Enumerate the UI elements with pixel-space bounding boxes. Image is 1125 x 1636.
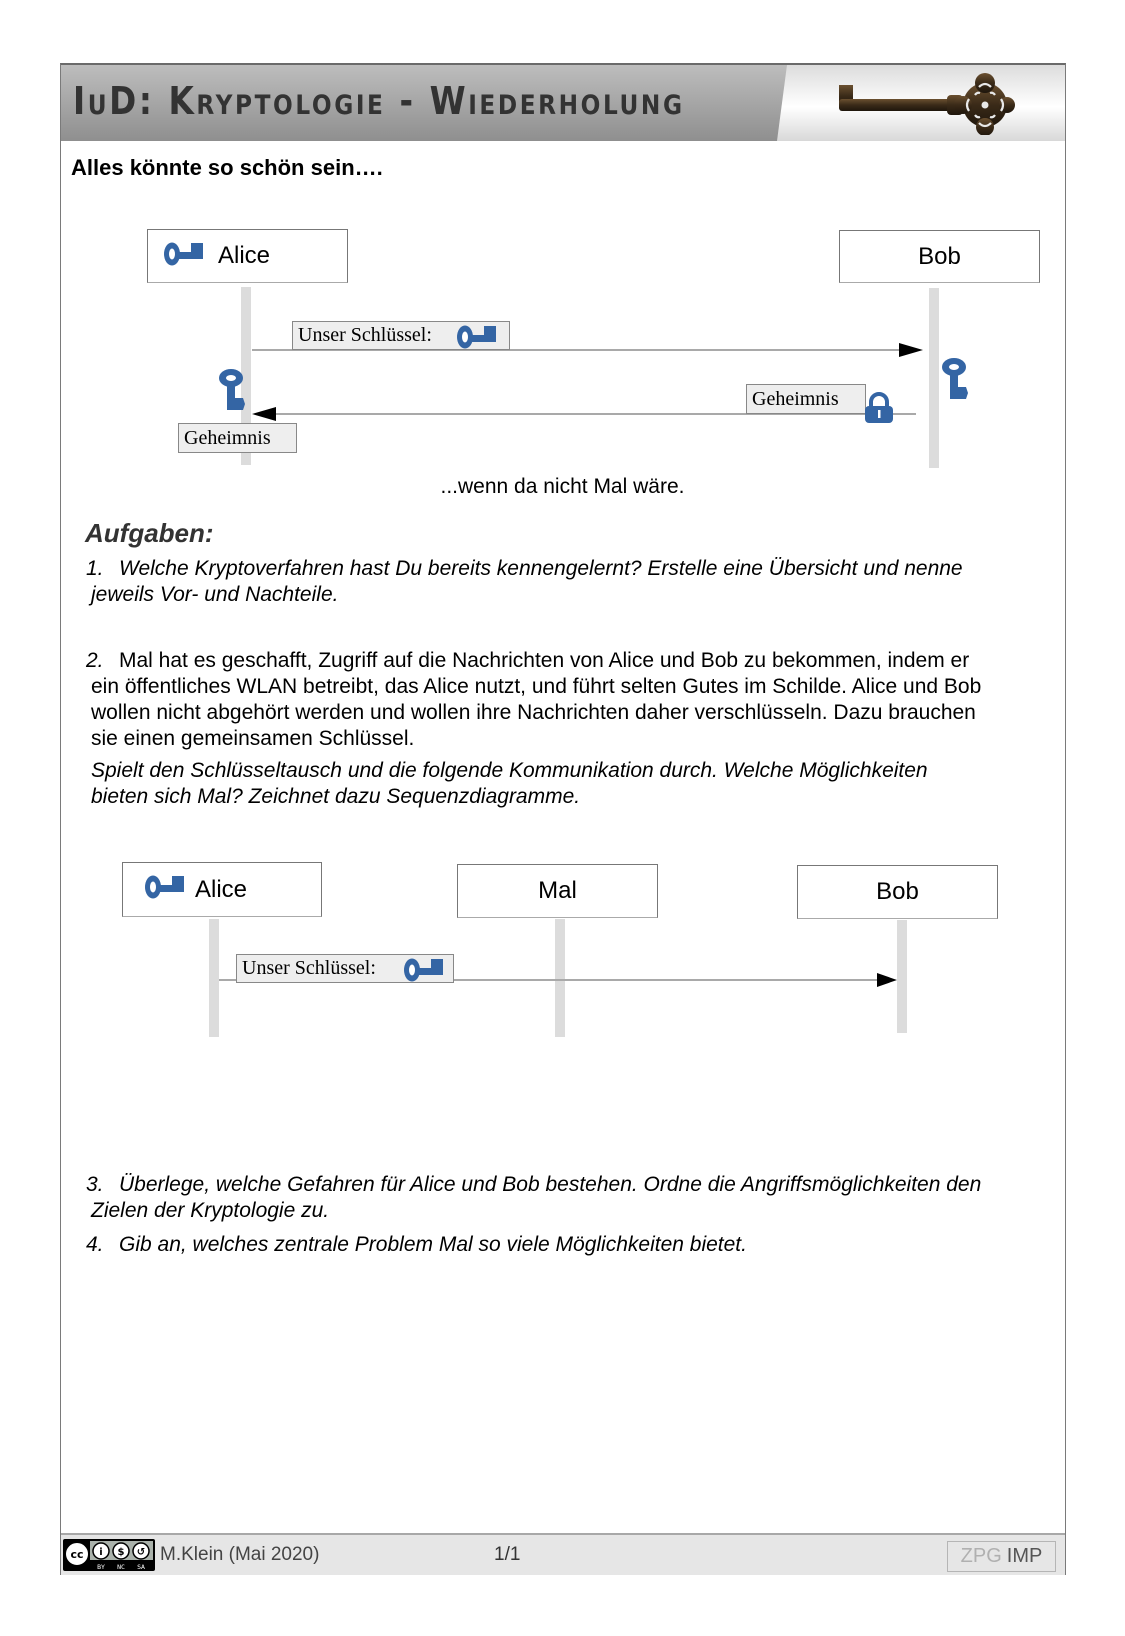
- task-text: Mal hat es geschafft, Zugriff auf die Na…: [119, 649, 970, 672]
- header-image-panel: [777, 65, 1065, 141]
- task-text: sie einen gemeinsamen Schlüssel.: [91, 727, 415, 750]
- actor-label: Mal: [538, 877, 577, 904]
- received-secret-label: Geheimnis: [178, 423, 297, 453]
- message-label-secret: Geheimnis: [746, 384, 866, 414]
- padlock-icon: [865, 392, 893, 423]
- footer-author: M.Klein (Mai 2020): [160, 1544, 320, 1565]
- message-label-key: Unser Schlüssel:: [236, 954, 454, 983]
- actor-alice: Alice: [122, 862, 322, 917]
- task-text: ein öffentliches WLAN betreibt, das Alic…: [91, 675, 982, 698]
- task-1: 1. Welche Kryptoverfahren hast Du bereits…: [86, 556, 1070, 608]
- page-title: IUD: KRYPTOLOGIE - WIEDERHOLUNG: [73, 79, 685, 123]
- task-text: Überlege, welche Gefahren für Alice und …: [119, 1173, 982, 1196]
- page-footer: cc i $ ↺ BY NC SA M.Klein (Mai 2020) 1/1…: [61, 1533, 1065, 1575]
- message-text: Unser Schlüssel:: [242, 957, 376, 979]
- title-part: U: [87, 90, 110, 121]
- message-text: Geheimnis: [184, 426, 271, 449]
- key-icon: [219, 369, 245, 410]
- title-part: RYPTOLOGIE: [196, 90, 386, 121]
- svg-text:SA: SA: [137, 1563, 145, 1571]
- task-3: 3. Überlege, welche Gefahren für Alice un…: [86, 1172, 1070, 1224]
- actor-mal: Mal: [457, 864, 658, 918]
- task-instruction: bieten sich Mal? Zeichnet dazu Sequenzdi…: [91, 785, 581, 808]
- actor-bob: Bob: [839, 230, 1040, 283]
- message-text: Geheimnis: [752, 387, 839, 410]
- title-part: D:: [109, 79, 169, 123]
- task-instruction: Spielt den Schlüsseltausch und die folge…: [91, 759, 928, 782]
- actor-label: Bob: [876, 878, 919, 905]
- brand-imp: IMP: [1006, 1545, 1043, 1567]
- lifeline-bob: [929, 288, 939, 468]
- key-icon: [457, 325, 496, 349]
- zpg-imp-logo: ZPG IMP: [947, 1541, 1056, 1572]
- task-4: 4. Gib an, welches zentrale Problem Mal s…: [86, 1232, 1070, 1258]
- message-line: [252, 349, 900, 351]
- actor-label: Alice: [195, 875, 248, 903]
- intro-text: Alles könnte so schön sein….: [71, 155, 383, 180]
- arrowhead-icon: [877, 973, 897, 987]
- task-number: 3.: [86, 1173, 104, 1196]
- message-text: Unser Schlüssel:: [298, 324, 432, 346]
- message-line: [219, 979, 879, 981]
- lifeline-alice: [209, 919, 219, 1037]
- task-number: 2.: [86, 649, 104, 672]
- title-part: K: [168, 79, 197, 123]
- task-text: jeweils Vor- und Nachteile.: [91, 583, 339, 606]
- tasks-heading: Aufgaben:: [85, 518, 214, 548]
- page-header: IUD: KRYPTOLOGIE - WIEDERHOLUNG: [61, 65, 1065, 141]
- page-number: 1/1: [494, 1544, 521, 1565]
- diagram-caption: ...wenn da nicht Mal wäre.: [440, 475, 685, 498]
- svg-text:BY: BY: [97, 1563, 105, 1571]
- task-text: Welche Kryptoverfahren hast Du bereits k…: [119, 557, 963, 580]
- title-part: IEDERHOLUNG: [468, 90, 685, 121]
- task-number: 1.: [86, 557, 104, 580]
- message-label-key: Unser Schlüssel:: [292, 321, 510, 350]
- message-line: [270, 413, 916, 415]
- svg-text:$: $: [118, 1547, 125, 1558]
- page-frame: [60, 63, 1066, 1575]
- title-part: W: [429, 79, 469, 123]
- svg-text:cc: cc: [70, 1548, 83, 1561]
- lifeline-alice: [241, 287, 251, 465]
- lifeline-bob: [897, 920, 907, 1033]
- key-icon: [164, 242, 203, 266]
- task-number: 4.: [86, 1233, 104, 1256]
- task-text: Zielen der Kryptologie zu.: [91, 1199, 330, 1222]
- key-icon: [404, 958, 443, 982]
- task-text: wollen nicht abgehört werden und wollen …: [91, 701, 976, 724]
- task-2: 2. Mal hat es geschafft, Zugriff auf die …: [86, 648, 1070, 810]
- actor-label: Alice: [218, 242, 271, 269]
- task-text: Gib an, welches zentrale Problem Mal so …: [119, 1233, 747, 1256]
- lifeline-mal: [555, 919, 565, 1037]
- title-part: I: [73, 79, 88, 123]
- key-icon: [942, 358, 968, 399]
- svg-text:i: i: [99, 1547, 102, 1558]
- arrowhead-icon: [252, 407, 276, 421]
- key-icon: [145, 875, 184, 899]
- title-part: -: [385, 79, 430, 123]
- cc-license-badge-icon: cc i $ ↺ BY NC SA: [63, 1539, 155, 1571]
- actor-label: Bob: [918, 242, 961, 270]
- actor-alice: Alice: [147, 229, 348, 283]
- antique-key-icon: [839, 73, 1015, 135]
- arrowhead-icon: [899, 343, 923, 357]
- actor-bob: Bob: [797, 865, 998, 919]
- svg-text:↺: ↺: [137, 1547, 145, 1558]
- brand-zpg: ZPG: [960, 1545, 1002, 1567]
- svg-text:NC: NC: [117, 1563, 125, 1571]
